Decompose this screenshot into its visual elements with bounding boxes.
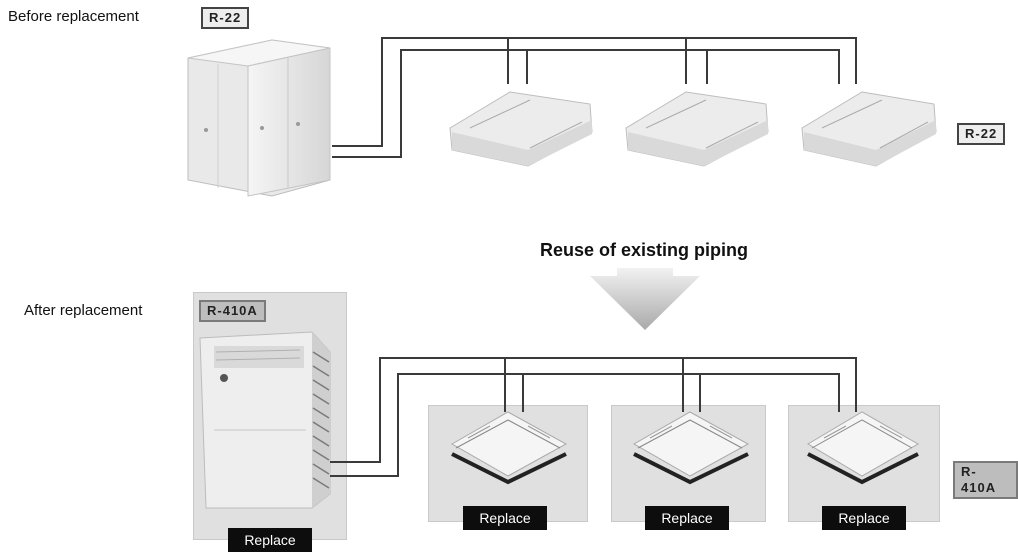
down-arrow-icon [590,268,700,330]
piping-before [332,37,857,158]
outdoor-unit-before [187,39,331,197]
replace-button-indoor-1[interactable]: Replace [463,506,547,530]
replace-button-indoor-2[interactable]: Replace [645,506,729,530]
replace-button-indoor-3[interactable]: Replace [822,506,906,530]
refrigerant-tag-after-outdoor: R-410A [199,300,266,322]
indoor-unit-after-2 [632,411,750,485]
after-replacement-label: After replacement [24,302,143,319]
indoor-unit-before-2 [625,91,769,167]
indoor-unit-before-3 [801,91,937,167]
refrigerant-tag-before-indoor: R-22 [957,123,1006,145]
replace-button-outdoor[interactable]: Replace [228,528,312,552]
indoor-unit-before-1 [449,91,593,167]
refrigerant-tag-after-indoor: R-410A [953,461,1018,499]
indoor-unit-after-3 [807,411,920,485]
piping-after [330,357,857,477]
outdoor-unit-after [199,331,331,509]
refrigerant-tag-before-outdoor: R-22 [201,7,250,29]
indoor-unit-after-1 [450,411,568,485]
reuse-piping-heading: Reuse of existing piping [539,240,749,260]
before-replacement-label: Before replacement [8,8,139,25]
